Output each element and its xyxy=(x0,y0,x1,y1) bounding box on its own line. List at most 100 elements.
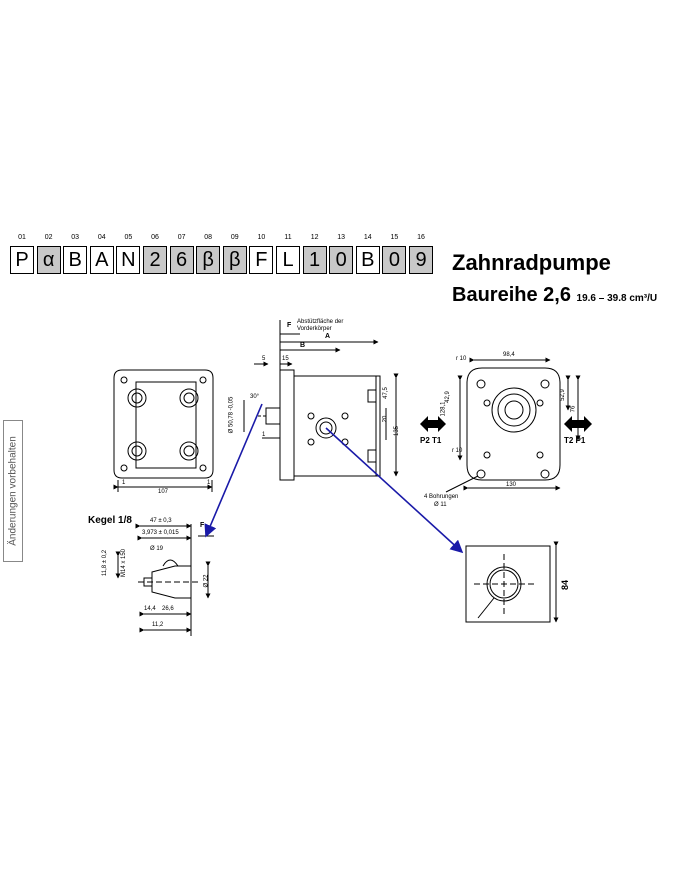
code-character: N xyxy=(116,246,141,274)
code-position-number: 15 xyxy=(390,234,399,241)
code-character: F xyxy=(249,246,274,274)
code-position-number: 11 xyxy=(284,234,292,241)
label-k11-2: 11,2 xyxy=(152,622,164,628)
code-character: 9 xyxy=(409,246,433,274)
label-128-1: 128,1 xyxy=(440,401,447,417)
label-5: 5 xyxy=(262,356,266,362)
label-r10: r 10 xyxy=(456,356,467,362)
label-flange-note-2: Vorderkörper xyxy=(297,326,332,332)
side-note: Änderungen vorbehalten xyxy=(3,420,23,562)
code-cell: 15 0 xyxy=(382,232,407,276)
label-port-left: P2 T1 xyxy=(420,436,442,445)
code-character: 0 xyxy=(382,246,407,274)
page-title: Zahnradpumpe xyxy=(452,250,611,275)
label-20: 20 xyxy=(382,415,389,423)
page-subtitle: Baureihe 2,6 19.6 – 39.8 cm³/U xyxy=(452,284,657,307)
code-cell: 16 9 xyxy=(409,232,433,276)
code-character: B xyxy=(355,246,380,274)
label-76: 76 xyxy=(570,405,577,413)
code-position-number: 01 xyxy=(18,234,26,241)
series-name: Baureihe 2,6 xyxy=(452,284,571,306)
code-character: 0 xyxy=(329,246,354,274)
code-position-number: 06 xyxy=(151,234,159,241)
code-character: A xyxy=(89,246,114,274)
side-note-text: Änderungen vorbehalten xyxy=(7,436,19,546)
label-52-9: 52,9 xyxy=(559,389,566,401)
code-character: 6 xyxy=(169,246,194,274)
code-cell: 07 6 xyxy=(169,232,194,276)
code-cell: 12 1 xyxy=(302,232,327,276)
label-1: 1 xyxy=(262,432,266,438)
code-character: B xyxy=(63,246,88,274)
code-character: P xyxy=(10,246,34,274)
label-1c: 1 xyxy=(207,480,211,486)
code-position-number: 04 xyxy=(97,234,106,241)
label-84: 84 xyxy=(560,579,571,591)
label-k14-4: 14,4 xyxy=(144,606,156,612)
code-character: β xyxy=(196,246,221,274)
label-k3973: 3,973 ± 0,015 xyxy=(142,530,179,536)
rear-view xyxy=(445,357,581,493)
code-position-number: 09 xyxy=(230,234,239,241)
code-character: 2 xyxy=(143,246,167,274)
label-47-5: 47,5 xyxy=(382,387,389,399)
code-position-number: 16 xyxy=(417,234,425,241)
label-135: 135 xyxy=(394,425,401,437)
code-position-number: 12 xyxy=(310,234,319,241)
label-30deg: 30° xyxy=(250,394,260,400)
label-port-right: T2 P1 xyxy=(564,436,586,445)
label-d50: Ø 50,78 -0,05 xyxy=(228,396,235,434)
label-r10b: r 10 xyxy=(452,448,463,454)
label-bohrungen: 4 Bohrungen xyxy=(424,494,459,500)
port-arrow-right-icon xyxy=(564,416,592,432)
code-cell: 08 β xyxy=(196,232,221,276)
leader-arrow-shaft xyxy=(204,403,263,538)
code-position-number: 08 xyxy=(204,234,213,241)
code-cell: 06 2 xyxy=(143,232,167,276)
label-flange-note-1: Abstützfläche der xyxy=(297,319,344,325)
label-15: 15 xyxy=(282,356,289,362)
code-character: α xyxy=(36,246,61,274)
code-position-number: 07 xyxy=(177,234,186,241)
label-b: B xyxy=(300,342,306,349)
code-character: L xyxy=(276,246,300,274)
label-d11: Ø 11 xyxy=(434,502,447,508)
code-position-number: 02 xyxy=(44,234,53,241)
code-character: 1 xyxy=(302,246,327,274)
label-1b: 1 xyxy=(122,480,126,486)
label-k22: Ø 22 xyxy=(203,574,210,588)
code-position-number: 10 xyxy=(257,234,266,241)
front-view xyxy=(113,369,214,492)
label-kf: F xyxy=(200,522,205,529)
label-k47: 47 ± 0,3 xyxy=(150,518,172,524)
port-detail xyxy=(465,541,559,623)
code-cell: 02 α xyxy=(36,232,61,276)
label-a: A xyxy=(325,333,331,340)
side-view xyxy=(243,320,399,481)
port-arrow-left-icon xyxy=(420,416,446,432)
label-107: 107 xyxy=(158,489,169,495)
displacement-range: 19.6 – 39.8 cm³/U xyxy=(576,293,658,304)
label-k19: Ø 19 xyxy=(150,546,164,552)
label-km14: M14 x 150 xyxy=(121,548,128,578)
label-k11-8: 11,8 ± 0,2 xyxy=(102,549,109,577)
label-k26-6: 26,6 xyxy=(162,606,174,612)
code-cell: 09 β xyxy=(222,232,247,276)
label-f-top: F xyxy=(287,322,292,329)
leader-arrow-port xyxy=(325,427,464,554)
code-position-number: 14 xyxy=(363,234,372,241)
label-130: 130 xyxy=(506,482,517,488)
code-character: β xyxy=(222,246,247,274)
shaft-detail xyxy=(115,523,214,636)
label-kegel: Kegel 1/8 xyxy=(88,515,132,526)
